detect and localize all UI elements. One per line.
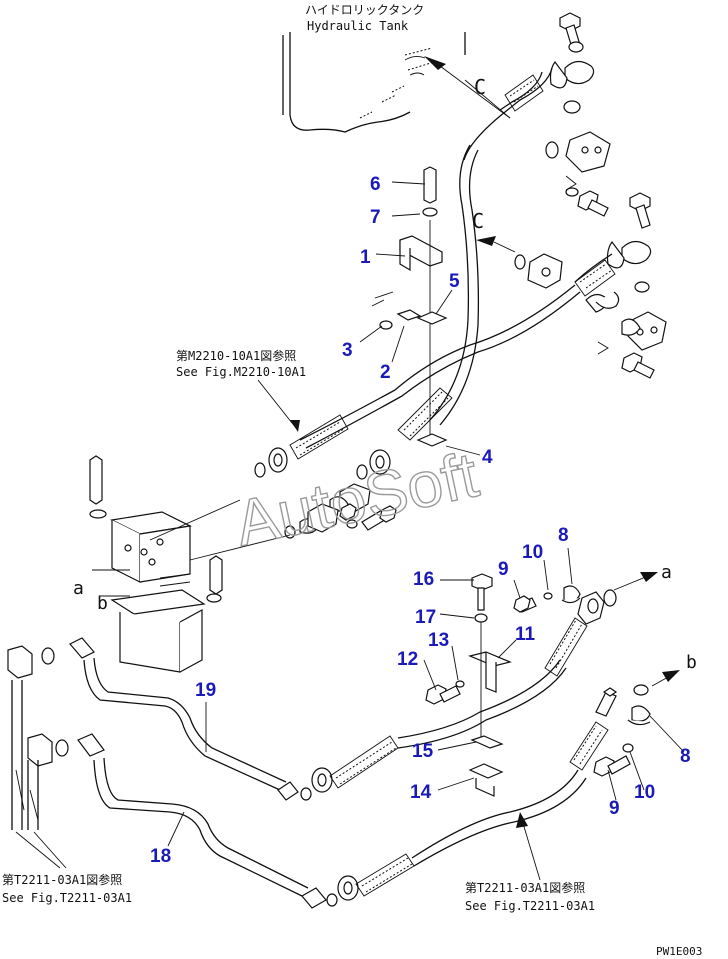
callout-15: 15 <box>412 741 434 762</box>
callout-8-lower: 8 <box>680 746 691 767</box>
ref-1-jp: 第M2210-10A1図参照 <box>176 348 296 363</box>
conn-label-a-right: a <box>661 562 672 583</box>
callout-2: 2 <box>380 362 391 383</box>
lower-bracket-assembly <box>425 573 553 797</box>
upper-bracket-assembly <box>371 166 448 447</box>
lower-hoses <box>300 585 651 907</box>
ref-3-jp: 第T2211-03A1図参照 <box>2 872 122 887</box>
callout-9-upper: 9 <box>498 559 509 580</box>
tank-label-jp: ハイドロリックタンク <box>305 3 424 17</box>
callout-4: 4 <box>482 447 493 468</box>
main-hoses <box>254 144 581 539</box>
callout-6: 6 <box>370 174 381 195</box>
conn-label-b-left: b <box>97 593 108 614</box>
ref-2-en: See Fig.T2211-03A1 <box>465 899 595 913</box>
callout-12: 12 <box>397 649 418 670</box>
callout-13: 13 <box>428 630 449 651</box>
callouts: 6 7 1 5 3 2 4 16 9 10 8 17 13 11 12 19 1… <box>150 174 691 867</box>
watermark: AutoSoft <box>229 438 484 560</box>
conn-label-b-right: b <box>686 652 697 673</box>
callout-7: 7 <box>370 207 381 228</box>
callout-14: 14 <box>410 782 432 803</box>
right-hose-assembly <box>476 192 667 379</box>
callout-11: 11 <box>515 624 536 645</box>
arrow-a <box>613 575 649 591</box>
upper-right-parts <box>424 12 611 217</box>
ref-2-jp: 第T2211-03A1図参照 <box>465 880 585 895</box>
callout-10-upper: 10 <box>522 542 543 563</box>
conn-label-c-top: C <box>474 75 486 99</box>
leader-lines <box>167 181 685 847</box>
callout-18: 18 <box>150 846 171 867</box>
ref-1-en: See Fig.M2210-10A1 <box>176 365 306 379</box>
drawing-code: PW1E003 <box>656 945 702 958</box>
valve-block <box>89 455 291 673</box>
callout-10-lower: 10 <box>634 782 655 803</box>
callout-9-lower: 9 <box>609 798 620 819</box>
callout-3: 3 <box>342 340 353 361</box>
conn-label-c-mid: C <box>472 209 484 233</box>
callout-8-upper: 8 <box>558 525 569 546</box>
callout-17: 17 <box>415 607 436 628</box>
ref-3-en: See Fig.T2211-03A1 <box>2 891 132 905</box>
conn-label-a-left: a <box>73 578 84 599</box>
callout-19: 19 <box>195 680 216 701</box>
tank-label-en: Hydraulic Tank <box>307 19 409 33</box>
callout-16: 16 <box>413 569 434 590</box>
callout-5: 5 <box>449 271 460 292</box>
hydraulic-tank <box>282 32 466 133</box>
callout-1: 1 <box>360 247 371 268</box>
left-pipes <box>7 637 327 909</box>
